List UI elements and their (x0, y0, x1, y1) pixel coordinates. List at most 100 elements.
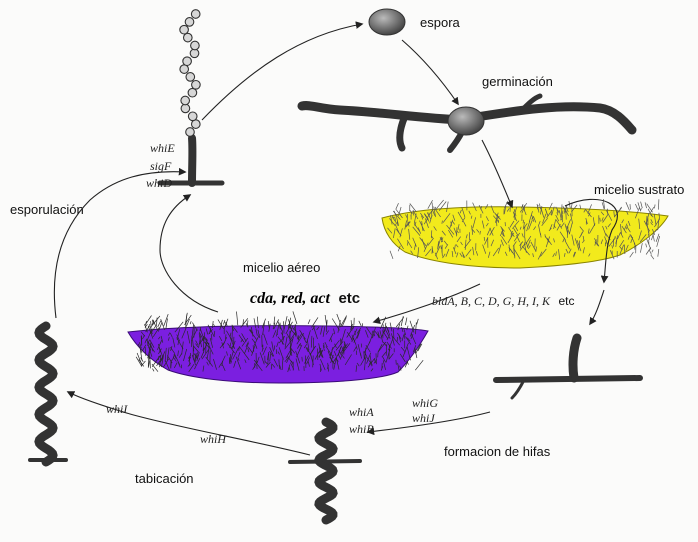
mycelium-hair (457, 227, 458, 236)
mycelium-hair (580, 205, 581, 209)
septation-stage: whiA whiB whiH whiI tabicación (106, 402, 374, 520)
label-micelio-sustrato: micelio sustrato (594, 182, 684, 197)
arrow-aerial-back-to-sporechain (160, 195, 218, 312)
gene-whiJ: whiJ (412, 411, 435, 425)
left-coil-stage: esporulación (10, 202, 84, 462)
mycelium-hair (650, 207, 654, 213)
mycelium-hair (150, 357, 151, 369)
aerial-genes-label: cda, red, act etc (250, 290, 360, 307)
mycelium-hair (630, 252, 634, 257)
germination-stage: germinación (302, 74, 632, 150)
spore-bead (192, 81, 201, 90)
arrow-germination-to-substrate (482, 140, 512, 207)
base-hypha-inner (496, 378, 640, 380)
germ-branch-1 (400, 116, 405, 148)
mycelium-hair (442, 237, 443, 242)
gene-whiG: whiG (412, 396, 438, 410)
aerial-genes-etc: etc (338, 290, 360, 307)
mycelium-hair (397, 337, 398, 342)
mycelium-hair (545, 234, 546, 237)
mycelium-hair (480, 231, 481, 235)
mycelium-hair (638, 202, 641, 210)
mycelium-hair (308, 319, 310, 324)
spore-bead (180, 25, 189, 34)
mycelium-hair (496, 220, 497, 226)
mycelium-hair (654, 205, 655, 209)
mycelium-hair (515, 215, 516, 220)
label-micelio-aereo: micelio aéreo (243, 260, 320, 275)
spore-chain-beads (180, 10, 200, 137)
germinating-spore (448, 107, 484, 135)
mycelium-hair (571, 203, 572, 208)
spore-shape (369, 9, 405, 35)
mycelium-hair (640, 243, 642, 253)
label-espora: espora (420, 15, 461, 30)
mycelium-hair (607, 209, 608, 215)
substrate-mycelium-stage: micelio sustrato (382, 182, 684, 268)
mycelium-hair (658, 249, 659, 257)
mycelium-hair (145, 316, 152, 326)
spore-bead (186, 128, 195, 137)
mycelium-hair (226, 334, 227, 339)
spore-bead (183, 57, 192, 66)
mycelium-hair (340, 316, 347, 328)
mycelium-hair (156, 318, 157, 327)
mycelium-hair (364, 351, 365, 359)
mycelium-hair (313, 356, 314, 368)
mycelium-hair (401, 316, 403, 326)
mycelium-hair (437, 200, 444, 208)
spore-bead (186, 73, 195, 82)
mycelium-hair (237, 312, 238, 326)
spore-bead (185, 18, 194, 27)
spore-bead (188, 112, 197, 121)
mycelium-hair (649, 250, 651, 255)
mycelium-hair (417, 319, 419, 325)
mycelium-hair (600, 218, 601, 222)
mycelium-hair (645, 202, 647, 208)
bld-genes-etc: etc (558, 294, 574, 308)
mycelium-hair (641, 202, 643, 209)
mycelium-hair (415, 360, 423, 370)
mycelium-hair (359, 321, 362, 327)
aerial-genes: cda, red, act (250, 290, 331, 307)
bld-genes-label: bldA, B, C, D, G, H, I, K etc (432, 292, 574, 309)
spore-bead (181, 96, 190, 105)
label-formacion-hifas: formacion de hifas (444, 444, 551, 459)
mycelium-hair (653, 234, 654, 241)
mycelium-hair (658, 199, 659, 209)
aerial-mycelium-stage: micelio aéreo cda, red, act etc (128, 260, 428, 383)
mycelium-hair (635, 204, 637, 210)
gene-whiB: whiB (349, 422, 374, 436)
gene-whiD: whiD (146, 176, 172, 190)
mycelium-hair (626, 202, 630, 210)
spore-bead (184, 33, 193, 42)
label-tabicacion: tabicación (135, 471, 194, 486)
mycelium-hair (405, 318, 407, 326)
spore-bead (181, 104, 190, 113)
mycelium-hair (442, 221, 443, 224)
label-esporulacion: esporulación (10, 202, 84, 217)
mycelium-hair (428, 200, 433, 209)
mycelium-hair (396, 203, 399, 209)
spore-chain-stage: whiE sigF whiD (146, 10, 222, 190)
spore-bead (191, 41, 200, 50)
mycelium-hair (657, 236, 660, 247)
mycelium-hair (651, 255, 654, 259)
mycelium-hair (431, 230, 432, 238)
mycelium-hair (190, 321, 191, 324)
arrow-leftcoil-to-sporechain (54, 172, 185, 318)
spore-bead (191, 10, 200, 19)
gene-whiE: whiE (150, 141, 175, 155)
mycelium-hair (279, 359, 280, 369)
mycelium-hair (232, 327, 233, 340)
label-germinacion: germinación (482, 74, 553, 89)
mycelium-hair (566, 208, 567, 220)
bld-genes: bldA, B, C, D, G, H, I, K (432, 294, 551, 308)
hyphae-formation-stage: whiG whiJ formacion de hifas (412, 338, 640, 459)
gene-whiI: whiI (106, 402, 128, 416)
gene-whiA: whiA (349, 405, 374, 419)
arrow-to-hyphae-formation (590, 290, 604, 324)
mycelium-hair (646, 244, 647, 248)
